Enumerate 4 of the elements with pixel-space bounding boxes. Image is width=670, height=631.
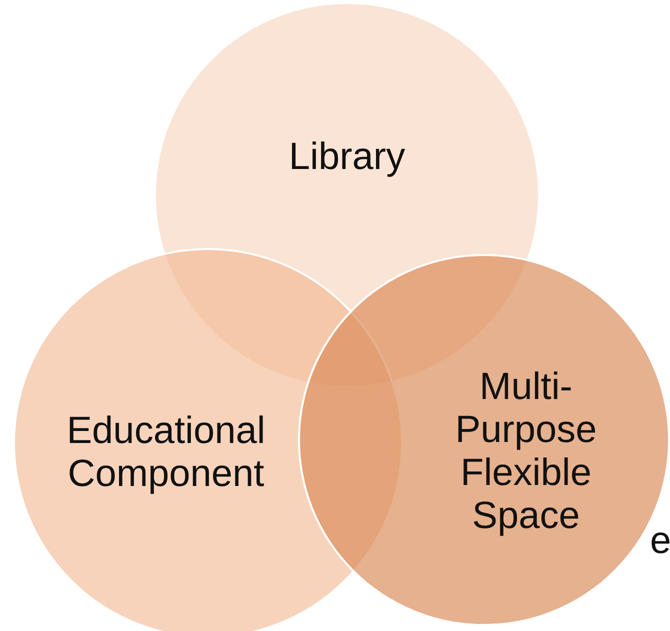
circle-label: Library: [288, 136, 406, 178]
text-fragment: e: [650, 520, 670, 563]
circle-label: Educational Component: [66, 410, 266, 496]
circle-label: Multi- Purpose Flexible Space: [454, 366, 598, 538]
